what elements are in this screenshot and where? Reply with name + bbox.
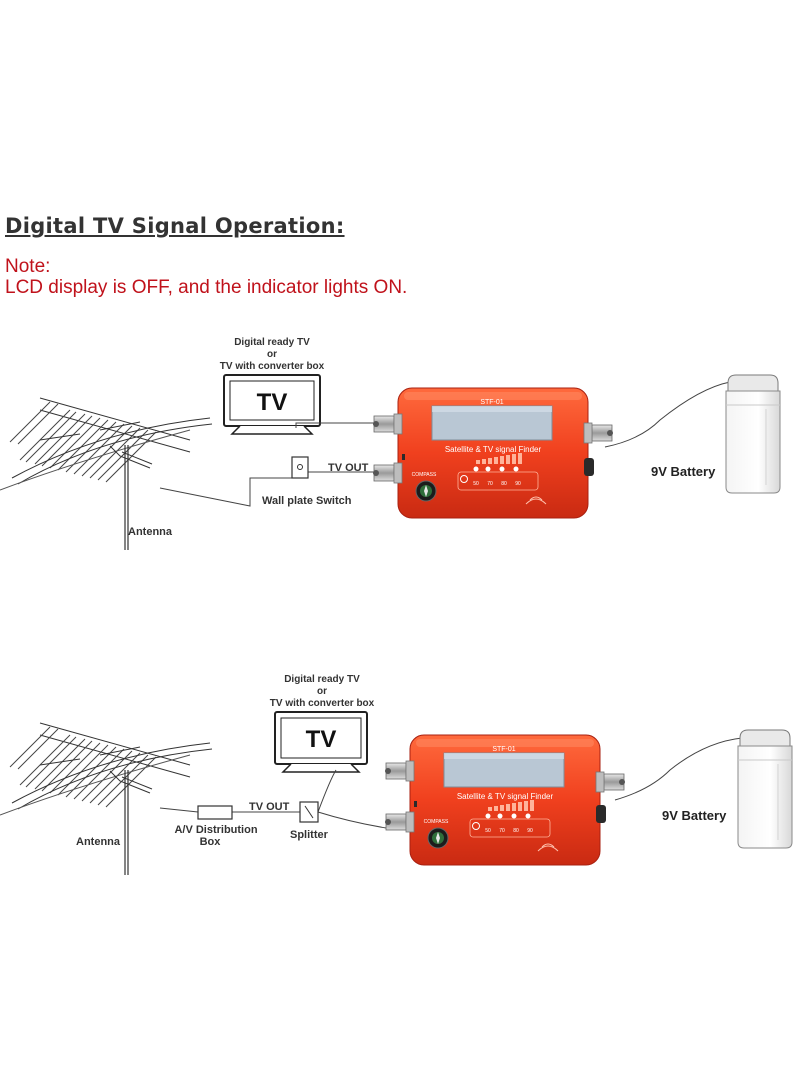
tv-screen-label: TV: [306, 726, 337, 753]
scale-90: 90: [527, 828, 533, 834]
cables: [159, 737, 743, 829]
distribution-label-line2: Box: [200, 836, 222, 848]
power-connector-icon: [583, 422, 614, 444]
antenna-label: Antenna: [76, 836, 121, 848]
device-model-label: STF-01: [480, 399, 503, 406]
splitter-icon: [299, 801, 319, 823]
device-title-label: Satellite & TV signal Finder: [445, 445, 542, 454]
tv-screen-label: TV: [257, 389, 288, 416]
output-connector-icon: [384, 811, 415, 833]
signal-finder-device: STF-01 Satellite & TV signal Finder COMP…: [397, 387, 595, 519]
note-label: Note:: [5, 256, 51, 277]
battery-label: 9V Battery: [662, 808, 727, 823]
tv-caption-line2: or: [317, 686, 327, 697]
scale-70: 70: [499, 828, 505, 834]
tv-icon: TV: [223, 374, 321, 435]
tv-caption-line1: Digital ready TV: [234, 337, 310, 348]
battery-icon: [725, 374, 781, 494]
page-heading: Digital TV Signal Operation:: [5, 214, 345, 238]
scale-50: 50: [485, 828, 491, 834]
battery-label: 9V Battery: [651, 464, 716, 479]
compass-label: COMPASS: [412, 472, 437, 478]
device-model-label: STF-01: [492, 746, 515, 753]
scale-70: 70: [487, 481, 493, 487]
yagi-antenna-icon: [0, 722, 213, 876]
scale-90: 90: [515, 481, 521, 487]
power-connector-icon: [595, 771, 626, 793]
note-text: LCD display is OFF, and the indicator li…: [5, 277, 408, 298]
tv-caption-line2: or: [267, 349, 277, 360]
yagi-antenna-icon: [0, 397, 213, 551]
tv-caption-line3: TV with converter box: [270, 698, 375, 709]
distribution-box-icon: [197, 805, 233, 820]
tv-caption-line3: TV with converter box: [220, 361, 325, 372]
input-connector-icon: [372, 413, 403, 435]
tv-out-label: TV OUT: [249, 801, 290, 813]
wall-plate-label: Wall plate Switch: [262, 495, 352, 507]
compass-label: COMPASS: [424, 819, 449, 825]
battery-icon: [737, 729, 793, 849]
splitter-label: Splitter: [290, 829, 329, 841]
scale-50: 50: [473, 481, 479, 487]
scale-80: 80: [501, 481, 507, 487]
device-title-label: Satellite & TV signal Finder: [457, 792, 554, 801]
output-connector-icon: [372, 462, 403, 484]
input-connector-icon: [384, 760, 415, 782]
diagram-2-splitter: Antenna Digital ready TV or TV with conv…: [0, 674, 793, 876]
tv-caption-line1: Digital ready TV: [284, 674, 360, 685]
wall-plate-switch-icon: [291, 456, 309, 479]
antenna-label: Antenna: [128, 526, 173, 538]
tv-icon: TV: [274, 711, 368, 773]
scale-80: 80: [513, 828, 519, 834]
tv-out-label: TV OUT: [328, 462, 369, 474]
note-block: Note: LCD display is OFF, and the indica…: [5, 256, 407, 298]
cables: [159, 381, 731, 507]
diagram-1-wall-plate: Antenna Digital ready TV or TV with conv…: [0, 337, 781, 551]
signal-finder-device: STF-01 Satellite & TV signal Finder COMP…: [409, 734, 607, 866]
distribution-label-line1: A/V Distribution: [174, 824, 257, 836]
